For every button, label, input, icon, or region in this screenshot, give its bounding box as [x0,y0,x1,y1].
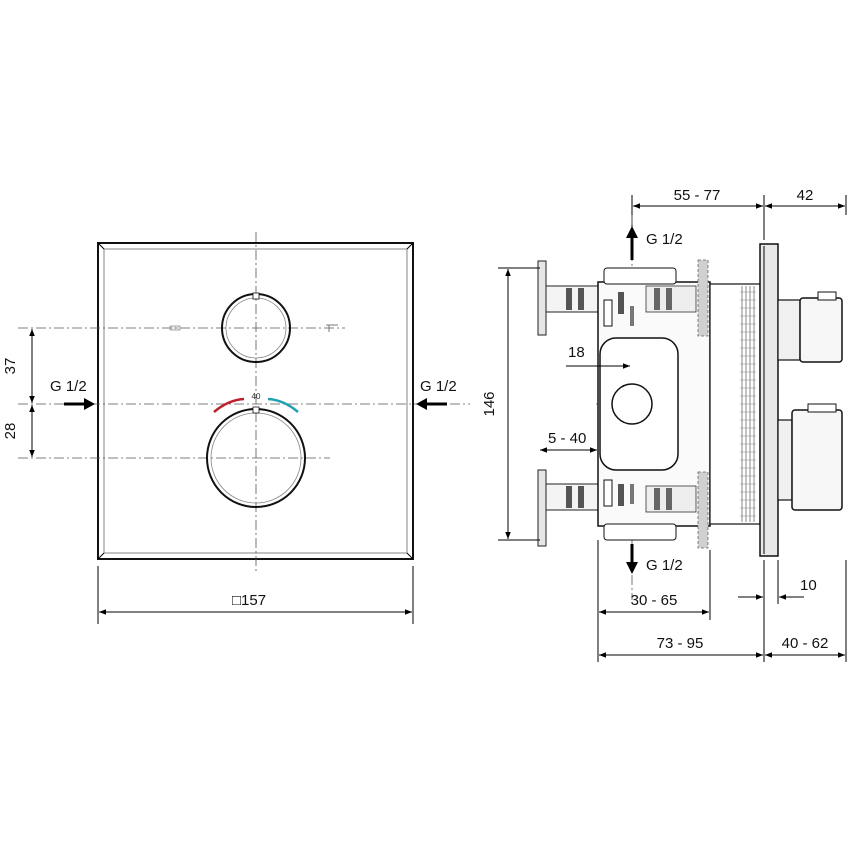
dim-30-65-label: 30 - 65 [631,592,678,609]
dim-18-label: 18 [568,344,585,361]
threaded-extension [709,283,761,525]
left-inlet-arrow-icon [64,398,95,410]
front-view: 40 G 1/2 G 1/2 37 28 □157 [2,232,470,624]
dim-42-label: 42 [797,187,814,204]
temperature-mark: 40 [252,392,261,401]
hot-indicator-arc [213,397,245,413]
thermostatic-knob-side [777,403,843,511]
upper-inlet-fitting [537,260,603,336]
inner-port [611,383,653,425]
valve-body [597,267,711,541]
bottom-outlet-arrow-icon [626,544,638,574]
side-view: 55 - 77 42 G 1/2 G 1/2 [481,187,847,662]
top-outlet-arrow-icon [626,226,638,260]
handshower-symbol-icon [169,325,181,331]
dim-28-label: 28 [2,423,19,440]
diverter-knob-side [777,291,843,363]
dim-37-label: 37 [2,358,19,375]
diverter-knob [221,292,291,363]
lower-inlet-fitting [537,469,603,547]
dim-157-label: □157 [232,592,266,609]
cold-indicator-arc [267,397,299,413]
lower-right-sleeve [645,471,709,549]
thermostatic-knob [206,406,306,508]
right-inlet-arrow-icon [416,398,447,410]
bath-spout-symbol-icon [326,324,338,332]
upper-right-sleeve [645,259,709,337]
dim-146-label: 146 [481,391,498,416]
cover-plate-outer [97,242,414,560]
bottom-outlet-label: G 1/2 [646,557,683,574]
dim-5-40-label: 5 - 40 [548,430,586,447]
right-inlet-label: G 1/2 [420,378,457,395]
dim-55-77-label: 55 - 77 [674,187,721,204]
dim-10-label: 10 [800,577,817,594]
cover-plate-inner [103,248,408,554]
left-inlet-label: G 1/2 [50,378,87,395]
cover-plate-side [759,243,779,557]
dim-40-62-label: 40 - 62 [782,635,829,652]
top-outlet-label: G 1/2 [646,231,683,248]
dim-73-95-label: 73 - 95 [657,635,704,652]
